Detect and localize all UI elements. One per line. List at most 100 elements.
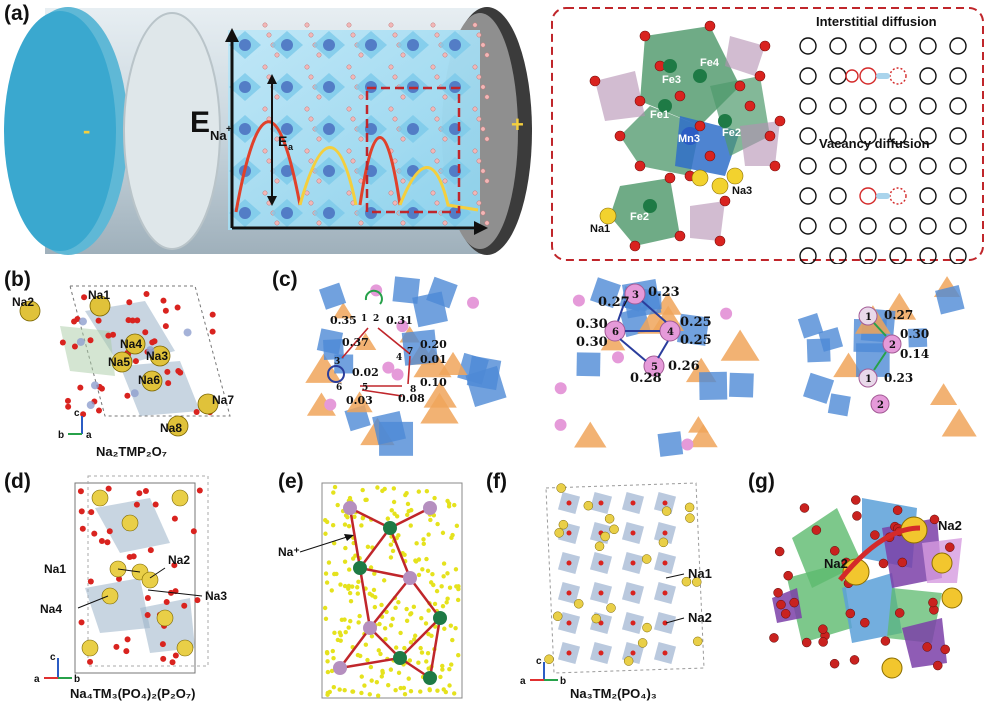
svg-text:2: 2 <box>877 400 884 411</box>
svg-text:0.30: 0.30 <box>576 317 608 332</box>
svg-text:1: 1 <box>865 312 872 323</box>
site-label-na3: Na3 <box>732 185 752 197</box>
barrier-curve-mid <box>298 146 358 206</box>
panel-e: Na⁺ (e) <box>270 468 480 705</box>
svg-text:0.30: 0.30 <box>576 335 608 350</box>
barrier-curve-high <box>234 120 302 213</box>
svg-text:0.30: 0.30 <box>900 327 929 341</box>
svg-text:Na: Na <box>210 128 227 143</box>
site-label-fe1: Fe1 <box>650 109 669 121</box>
svg-text:0.25: 0.25 <box>680 315 712 330</box>
na-ion-density-map: Na⁺ <box>278 482 463 699</box>
ea-label: E <box>278 133 287 149</box>
panel-label-c: (c) <box>272 268 298 291</box>
panel-label-b: (b) <box>4 268 31 291</box>
site-label-na2-start: Na2 <box>824 556 848 571</box>
svg-text:1: 1 <box>361 314 367 324</box>
anode-sign: - <box>83 118 90 143</box>
vacancy-grid <box>799 157 967 264</box>
site-label-na2-end: Na2 <box>938 518 962 533</box>
site-label-na1: Na1 <box>44 562 66 576</box>
svg-text:b: b <box>74 674 80 685</box>
svg-text:c: c <box>74 408 80 419</box>
panel-g: Na2 Na2 (g) <box>742 468 991 705</box>
vacancy-title: Vacancy diffusion <box>819 136 930 151</box>
svg-text:0.35: 0.35 <box>330 314 357 327</box>
na3tm2-structure: c a b Na1 Na2 <box>520 482 712 687</box>
svg-text:2: 2 <box>889 340 896 351</box>
svg-text:0.23: 0.23 <box>648 285 680 300</box>
svg-text:a: a <box>288 142 294 152</box>
site-label-na1: Na1 <box>688 566 712 581</box>
svg-text:5: 5 <box>362 383 368 393</box>
cathode-lattice <box>228 22 490 230</box>
svg-text:0.01: 0.01 <box>420 353 447 366</box>
site-label-na7: Na7 <box>212 393 234 407</box>
svg-text:4: 4 <box>396 353 402 363</box>
svg-text:0.25: 0.25 <box>680 333 712 348</box>
svg-text:b: b <box>560 676 566 687</box>
na2tmp2o7-structure: c b a Na1 Na2 Na3 Na4 Na5 Na6 Na7 Na8 <box>12 285 234 441</box>
svg-text:3: 3 <box>632 290 639 301</box>
svg-text:0.20: 0.20 <box>420 338 447 351</box>
energy-axis-label: E <box>190 106 210 139</box>
svg-text:0.02: 0.02 <box>352 366 379 379</box>
site-label-na8: Na8 <box>160 421 182 435</box>
separator <box>123 12 221 250</box>
svg-text:4: 4 <box>667 327 674 338</box>
migration-arrow <box>838 525 921 582</box>
svg-text:6: 6 <box>336 383 342 393</box>
svg-text:0.37: 0.37 <box>342 336 369 349</box>
svg-text:0.28: 0.28 <box>630 371 662 386</box>
site-label-na4: Na4 <box>40 602 62 616</box>
svg-text:3: 3 <box>334 357 340 367</box>
svg-text:5: 5 <box>651 362 658 373</box>
svg-text:a: a <box>520 676 526 687</box>
panel-a-inset: Fe4 Fe3 Fe1 Mn3 Fe2 Fe2 Na1 Na3 Intersti… <box>550 6 986 264</box>
site-label-fe2-lower: Fe2 <box>630 211 649 223</box>
panel-f: c a b Na1 Na2 (f) Na₃TM₂(PO₄)₃ <box>484 468 740 705</box>
site-label-mn3: Mn3 <box>678 133 700 145</box>
site-label-na1: Na1 <box>590 223 610 235</box>
site-label-fe3: Fe3 <box>662 74 681 86</box>
svg-text:0.08: 0.08 <box>398 392 425 405</box>
panel-b: c b a Na1 Na2 Na3 Na4 Na5 Na6 Na7 Na8 (b… <box>0 266 265 466</box>
panel-label-d: (d) <box>4 470 31 493</box>
site-label-na1: Na1 <box>88 288 110 302</box>
panel-c: 0.35 0.31 0.37 0.20 0.01 0.02 0.10 0.08 … <box>270 266 986 466</box>
site-label-na2: Na2 <box>12 295 34 309</box>
formula-b: Na₂TMP₂O₇ <box>96 444 167 459</box>
panel-label-e: (e) <box>278 470 304 493</box>
na4tm3-structure: c a b Na1 Na2 Na3 Na4 <box>34 475 227 685</box>
formula-d: Na₄TM₃(PO₄)₂(P₂O₇) <box>70 686 196 701</box>
svg-text:0.10: 0.10 <box>420 376 447 389</box>
interstitial-grid <box>799 37 967 145</box>
panel-label-f: (f) <box>486 470 507 493</box>
svg-text:b: b <box>58 430 64 441</box>
migration-left: 0.35 0.31 0.37 0.20 0.01 0.02 0.10 0.08 … <box>305 276 507 456</box>
fe-mn-cluster <box>589 20 786 252</box>
site-label-na2: Na2 <box>168 553 190 567</box>
battery-schematic: - + E Na + E a <box>4 7 532 255</box>
panel-a: - + E Na + E a (a) <box>0 0 545 265</box>
site-label-na3: Na3 <box>146 349 168 363</box>
site-label-na5: Na5 <box>108 355 130 369</box>
na-ion-label: Na⁺ <box>278 545 300 559</box>
site-label-na4: Na4 <box>120 337 142 351</box>
svg-text:1: 1 <box>865 374 872 385</box>
panel-label-a: (a) <box>4 2 30 25</box>
panel-d: c a b Na1 Na2 Na3 Na4 (d) Na₄TM₃(PO₄)₂(P… <box>0 468 265 705</box>
cathode-sign: + <box>511 112 524 137</box>
migration-middle: 3 6 4 5 0.27 0.23 0.30 0.25 0.30 0.25 0.… <box>554 277 760 457</box>
site-label-na6: Na6 <box>138 373 160 387</box>
site-label-fe4: Fe4 <box>700 57 720 69</box>
svg-text:0.27: 0.27 <box>884 308 913 322</box>
na-migration-paths: 0.35 0.31 0.37 0.20 0.01 0.02 0.10 0.08 … <box>305 276 977 457</box>
formula-f: Na₃TM₂(PO₄)₃ <box>570 686 657 701</box>
svg-text:0.26: 0.26 <box>668 359 700 374</box>
svg-text:0.14: 0.14 <box>900 347 929 361</box>
svg-text:6: 6 <box>612 327 619 338</box>
svg-text:a: a <box>34 674 40 685</box>
site-label-na3: Na3 <box>205 589 227 603</box>
svg-text:2: 2 <box>373 314 379 324</box>
